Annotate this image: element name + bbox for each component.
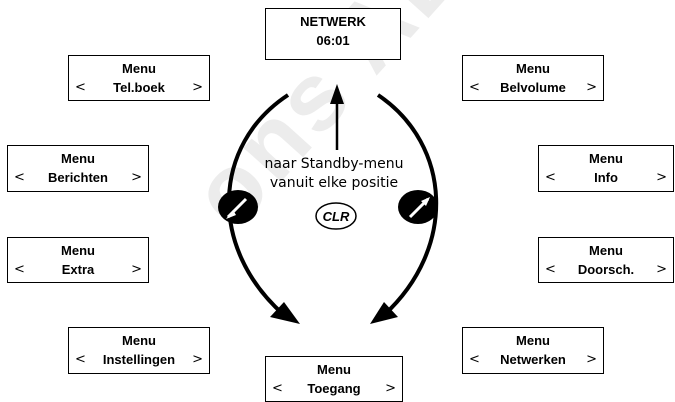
menu-screen-berichten: Menu < Berichten >	[7, 145, 149, 192]
menu-screen-title: Menu	[589, 243, 623, 258]
caption-line1: naar Standby-menu	[264, 156, 404, 172]
clr-key-label: CLR	[323, 209, 350, 224]
clr-key-icon: CLR	[315, 202, 357, 230]
menu-screen-title: Menu	[317, 362, 351, 377]
right-arrow: >	[131, 170, 142, 185]
menu-screen-label: Berichten	[48, 170, 108, 185]
standby-caption: naar Standby-menu vanuit elke positie	[249, 155, 419, 193]
left-arrow: <	[545, 170, 556, 185]
left-arrow: <	[272, 381, 283, 396]
standby-screen-line1: NETWERK	[300, 14, 366, 29]
left-arrow: <	[469, 80, 480, 95]
menu-screen-label: Extra	[61, 262, 95, 277]
right-arrow: >	[131, 262, 142, 277]
menu-screen-label: Netwerken	[500, 352, 566, 367]
menu-screen-doorsch: Menu < Doorsch. >	[538, 237, 674, 283]
menu-screen-label: Info	[594, 170, 618, 185]
right-scroll-key-icon	[398, 190, 438, 224]
left-arrow: <	[14, 262, 25, 277]
menu-screen-label: Doorsch.	[577, 262, 635, 277]
menu-screen-belvolume: Menu < Belvolume >	[462, 55, 604, 101]
left-arrow: <	[75, 352, 86, 367]
menu-screen-title: Menu	[61, 243, 95, 258]
left-arrow: <	[75, 80, 86, 95]
menu-screen-label: Toegang	[307, 381, 361, 396]
menu-screen-label: Instellingen	[102, 352, 176, 367]
menu-screen-title: Menu	[516, 333, 550, 348]
right-arrow: >	[192, 80, 203, 95]
menu-screen-title: Menu	[122, 333, 156, 348]
right-arrow: >	[656, 262, 667, 277]
menu-screen-instellingen: Menu < Instellingen >	[68, 327, 210, 374]
right-arrow: >	[385, 381, 396, 396]
menu-screen-telboek: Menu < Tel.boek >	[68, 55, 210, 101]
right-arrow: >	[192, 352, 203, 367]
menu-screen-label: Belvolume	[500, 80, 566, 95]
up-arrowhead	[330, 84, 344, 104]
left-arrow: <	[545, 262, 556, 277]
left-arrow: <	[469, 352, 480, 367]
menu-screen-info: Menu < Info >	[538, 145, 674, 192]
menu-screen-title: Menu	[516, 61, 550, 76]
standby-screen: NETWERK 06:01	[265, 8, 401, 60]
menu-screen-title: Menu	[589, 151, 623, 166]
standby-screen-line2: 06:01	[316, 33, 350, 48]
right-arrow: >	[656, 170, 667, 185]
menu-screen-title: Menu	[61, 151, 95, 166]
right-curved-arrow	[376, 93, 439, 317]
menu-screen-extra: Menu < Extra >	[7, 237, 149, 283]
left-arrowhead	[270, 302, 300, 324]
right-arrow: >	[586, 352, 597, 367]
caption-line2: vanuit elke positie	[269, 175, 399, 191]
left-scroll-key-icon	[218, 190, 258, 224]
menu-screen-label: Tel.boek	[113, 80, 165, 95]
menu-screen-title: Menu	[122, 61, 156, 76]
menu-screen-netwerken: Menu < Netwerken >	[462, 327, 604, 374]
right-arrowhead	[370, 302, 398, 324]
right-arrow: >	[586, 80, 597, 95]
left-arrow: <	[14, 170, 25, 185]
